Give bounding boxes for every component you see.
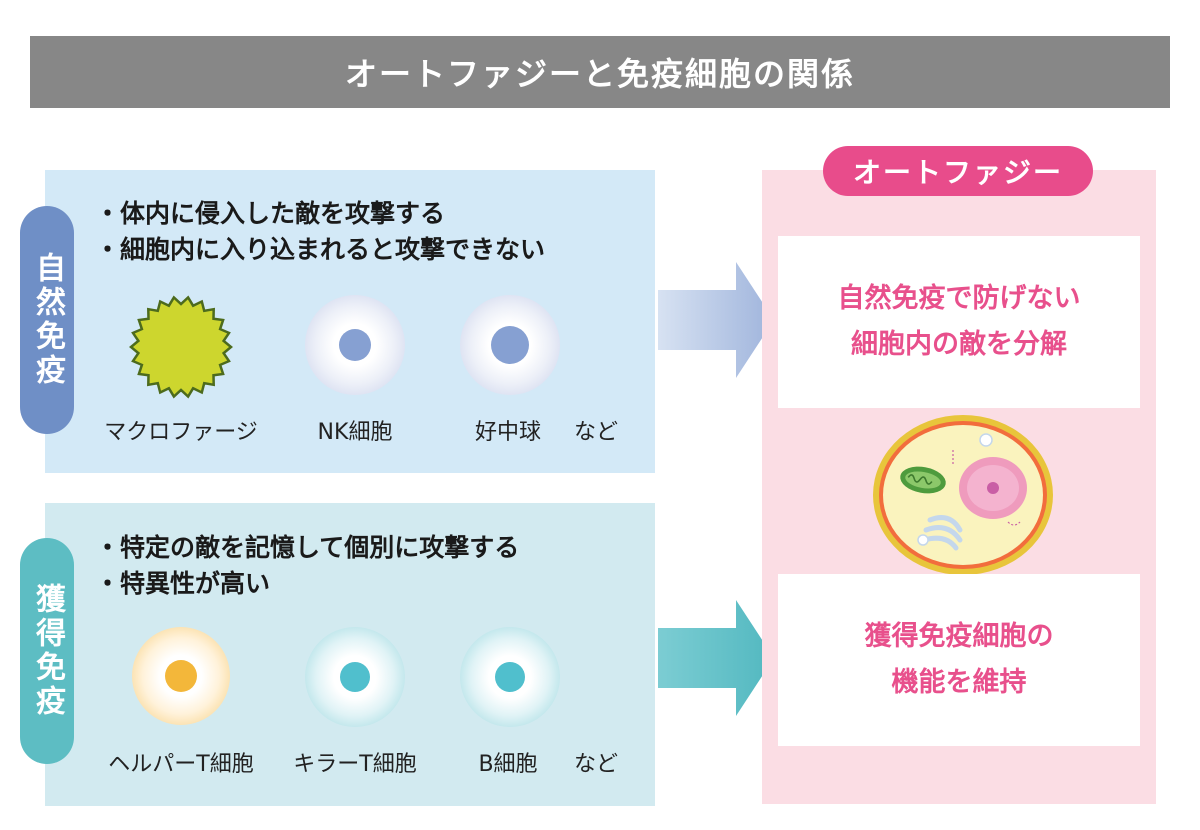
cell-illustration-icon [873,415,1053,575]
autophagy-box-innate: 自然免疫で防げない 細胞内の敵を分解 [778,236,1140,408]
autophagy-box-acquired: 獲得免疫細胞の 機能を維持 [778,574,1140,746]
macrophage-label: マクロファージ [104,420,258,445]
acquired-arrow-icon [658,600,774,716]
killer-t-cell-nucleus [340,662,370,692]
b-cell-icon [460,627,560,727]
helper-t-cell-nucleus [165,660,197,692]
innate-etc-label: など [574,420,619,445]
acquired-bullets: 特定の敵を記憶して個別に攻撃する 特異性が高い [95,530,519,602]
neutrophil-nucleus [491,326,529,364]
acquired-bullet-1: 特定の敵を記憶して個別に攻撃する [95,530,519,566]
macrophage-icon [129,295,233,399]
innate-arrow-icon [658,262,774,378]
page-title: オートファジーと免疫細胞の関係 [30,36,1170,108]
helper-t-cell-icon [132,627,230,725]
acquired-immunity-label: 獲得免疫 [20,538,74,764]
innate-bullet-1: 体内に侵入した敵を攻撃する [95,196,545,232]
autophagy-box-acquired-line-2: 機能を維持 [891,667,1027,698]
autophagy-box-innate-line-1: 自然免疫で防げない [837,283,1081,314]
autophagy-box-innate-line-2: 細胞内の敵を分解 [851,329,1067,360]
neutrophil-icon [460,295,560,395]
innate-bullet-2: 細胞内に入り込まれると攻撃できない [95,232,545,268]
b-cell-nucleus [495,662,525,692]
neutrophil-label: 好中球 [474,420,542,445]
autophagy-label: オートファジー [823,146,1093,196]
nk-cell-label: NK細胞 [317,420,393,445]
b-cell-label: B細胞 [478,752,538,777]
nk-cell-nucleus [339,329,371,361]
killer-t-cell-label: キラーT細胞 [293,752,417,777]
killer-t-cell-icon [305,627,405,727]
nk-cell-icon [305,295,405,395]
innate-immunity-label: 自然免疫 [20,206,74,434]
acquired-bullet-2: 特異性が高い [95,566,519,602]
helper-t-cell-label: ヘルパーT細胞 [108,752,254,777]
innate-bullets: 体内に侵入した敵を攻撃する 細胞内に入り込まれると攻撃できない [95,196,545,268]
autophagy-box-acquired-line-1: 獲得免疫細胞の [864,621,1054,652]
acquired-etc-label: など [574,752,619,777]
